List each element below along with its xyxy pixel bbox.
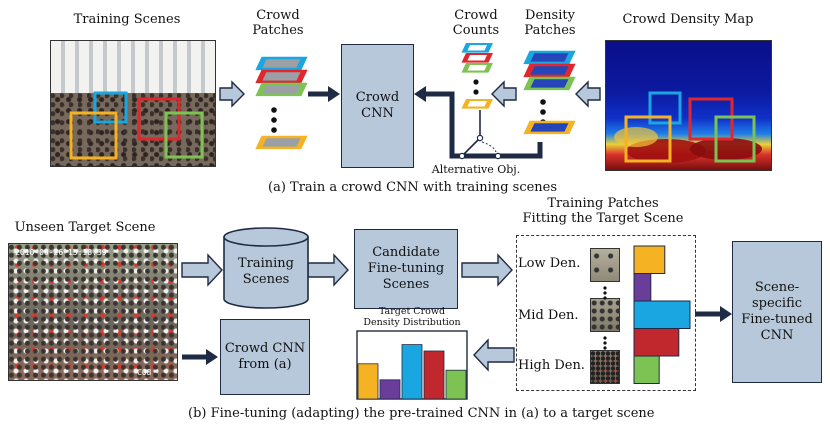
- crowd-density-map-title: Crowd Density Map: [622, 12, 754, 27]
- crowd-cnn-box: Crowd CNN: [341, 44, 414, 168]
- training-patches-title: Training Patches Fitting the Target Scen…: [522, 196, 684, 226]
- timestamp-text: 2010-06-26 15:18:39: [15, 248, 107, 257]
- histogram-bar-4: [633, 355, 660, 384]
- target-distribution-title: Target Crowd Density Distribution: [363, 306, 461, 328]
- distribution-bar-0: [357, 363, 379, 400]
- histogram-bar-3: [633, 328, 680, 357]
- distribution-bar-1: [379, 379, 401, 400]
- crowd-cnn-from-a-box: Crowd CNN from (a): [220, 319, 310, 395]
- crowd-patches-title: Crowd Patches: [252, 8, 304, 38]
- distribution-bar-4: [445, 369, 467, 400]
- crowd-counts-title: Crowd Counts: [452, 8, 500, 38]
- target-scene-photo: 2010-06-26 15:18:39 C08: [8, 243, 178, 381]
- training-patches-container: [516, 235, 696, 391]
- training-scenes-title: Training Scenes: [73, 12, 181, 27]
- caption-a: (a) Train a crowd CNN with training scen…: [268, 180, 558, 195]
- mid-den-label: Mid Den.: [518, 308, 579, 323]
- training-scenes-label: Training Scenes: [237, 256, 295, 287]
- caption-b: (b) Fine-tuning (adapting) the pre-train…: [188, 406, 655, 421]
- alternative-obj-label: Alternative Obj.: [431, 163, 521, 176]
- density-patches-title: Density Patches: [524, 8, 576, 38]
- histogram-bar-2: [633, 300, 691, 329]
- unseen-target-scene-title: Unseen Target Scene: [14, 220, 156, 235]
- low-density-patch: [590, 248, 620, 282]
- training-scene-photo: [50, 40, 216, 167]
- high-den-label: High Den.: [518, 358, 585, 373]
- distribution-bar-3: [423, 350, 445, 400]
- mid-density-patch: [590, 298, 620, 332]
- distribution-bar-2: [401, 344, 423, 400]
- scene-specific-cnn-box: Scene- specific Fine-tuned CNN: [732, 241, 822, 383]
- crowd-density-map-image: [605, 40, 772, 171]
- low-den-label: Low Den.: [518, 256, 581, 271]
- candidate-fine-tuning-box: Candidate Fine-tuning Scenes: [354, 229, 458, 309]
- camera-label: C08: [137, 368, 152, 377]
- high-density-patch: [590, 350, 620, 384]
